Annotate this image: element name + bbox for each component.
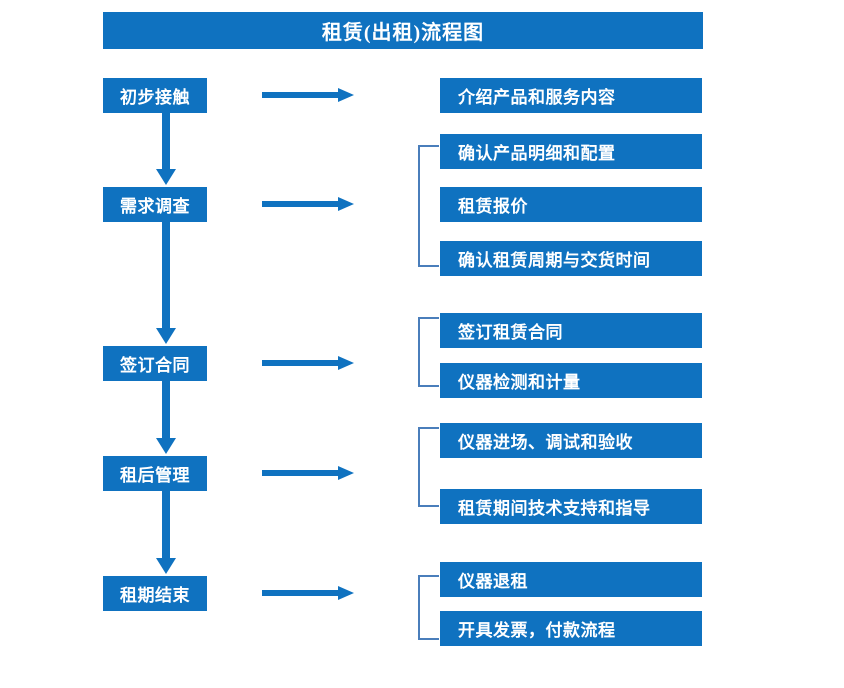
horizontal-arrow-stage5: [262, 584, 356, 602]
group-bracket-zuqi-jieshu: [417, 575, 441, 640]
vertical-arrow-stage2-to-stage3: [150, 222, 182, 346]
stage-box-chubu-jiechu[interactable]: 初步接触: [103, 78, 207, 113]
vertical-arrow-stage1-to-stage2: [150, 113, 182, 187]
detail-box-zulin-baojia[interactable]: 租赁报价: [440, 187, 702, 222]
stage-box-xuqiu-diaocha[interactable]: 需求调查: [103, 187, 207, 222]
group-bracket-qianding-hetong: [417, 317, 441, 387]
detail-box-yiqi-jiance-jiliang[interactable]: 仪器检测和计量: [440, 363, 702, 398]
horizontal-arrow-stage1: [262, 86, 356, 104]
vertical-arrow-stage4-to-stage5: [150, 491, 182, 576]
horizontal-arrow-stage4: [262, 464, 356, 482]
group-bracket-xuqiu-diaocha: [417, 145, 441, 267]
detail-box-queren-zulin-zhouqi[interactable]: 确认租赁周期与交货时间: [440, 241, 702, 276]
horizontal-arrow-stage2: [262, 195, 356, 213]
detail-box-yiqi-tuizu[interactable]: 仪器退租: [440, 562, 702, 597]
detail-box-kaiju-fapiao-fukuan[interactable]: 开具发票，付款流程: [440, 611, 702, 646]
detail-box-jieshao-chanpin-fuwu[interactable]: 介绍产品和服务内容: [440, 78, 702, 113]
detail-box-zulin-qijian-jishu-zhichi[interactable]: 租赁期间技术支持和指导: [440, 489, 702, 524]
vertical-arrow-stage3-to-stage4: [150, 381, 182, 456]
detail-box-queren-chanpin-mingxi[interactable]: 确认产品明细和配置: [440, 134, 702, 169]
detail-box-qianding-zulin-hetong[interactable]: 签订租赁合同: [440, 313, 702, 348]
stage-box-zuqi-jieshu[interactable]: 租期结束: [103, 576, 207, 611]
flowchart-title: 租赁(出租)流程图: [103, 12, 703, 49]
stage-box-zuhou-guanli[interactable]: 租后管理: [103, 456, 207, 491]
group-bracket-zuhou-guanli: [417, 427, 441, 507]
horizontal-arrow-stage3: [262, 354, 356, 372]
stage-box-qianding-hetong[interactable]: 签订合同: [103, 346, 207, 381]
detail-box-yiqi-jinchang-tiaoshi[interactable]: 仪器进场、调试和验收: [440, 423, 702, 458]
